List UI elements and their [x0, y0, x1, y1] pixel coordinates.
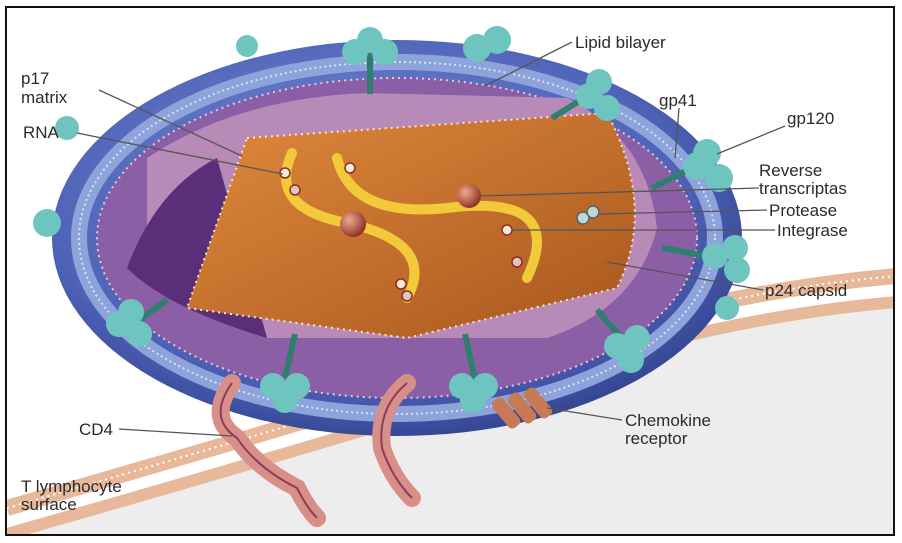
label-cd4: CD4: [79, 420, 113, 439]
label-t-lymphocyte-line2: surface: [21, 495, 77, 514]
label-gp120: gp120: [787, 109, 834, 128]
label-p17-line2: matrix: [21, 88, 68, 107]
leader-cd4: [119, 429, 232, 436]
label-t-lymphocyte-line1: T lymphocyte: [21, 477, 122, 496]
hiv-diagram: Lipid bilayer p17 matrix RNA gp41 gp120 …: [7, 8, 895, 536]
label-rna: RNA: [23, 123, 60, 142]
label-reverse-line1: Reverse: [759, 161, 822, 180]
label-chemokine-line1: Chemokine: [625, 411, 711, 430]
diagram-frame: Lipid bilayer p17 matrix RNA gp41 gp120 …: [5, 6, 895, 536]
spike-partial: [715, 296, 739, 320]
label-chemokine-line2: receptor: [625, 429, 688, 448]
label-p17-line1: p17: [21, 69, 49, 88]
spike-partial: [236, 35, 258, 57]
label-integrase: Integrase: [777, 221, 848, 240]
label-gp41: gp41: [659, 91, 697, 110]
spike-partial: [483, 26, 511, 54]
label-reverse-line2: transcriptas: [759, 179, 847, 198]
leader-gp120: [717, 126, 785, 154]
label-lipid-bilayer: Lipid bilayer: [575, 33, 666, 52]
label-protease: Protease: [769, 201, 837, 220]
spike-partial: [33, 209, 61, 237]
label-p24-capsid: p24 capsid: [765, 281, 847, 300]
